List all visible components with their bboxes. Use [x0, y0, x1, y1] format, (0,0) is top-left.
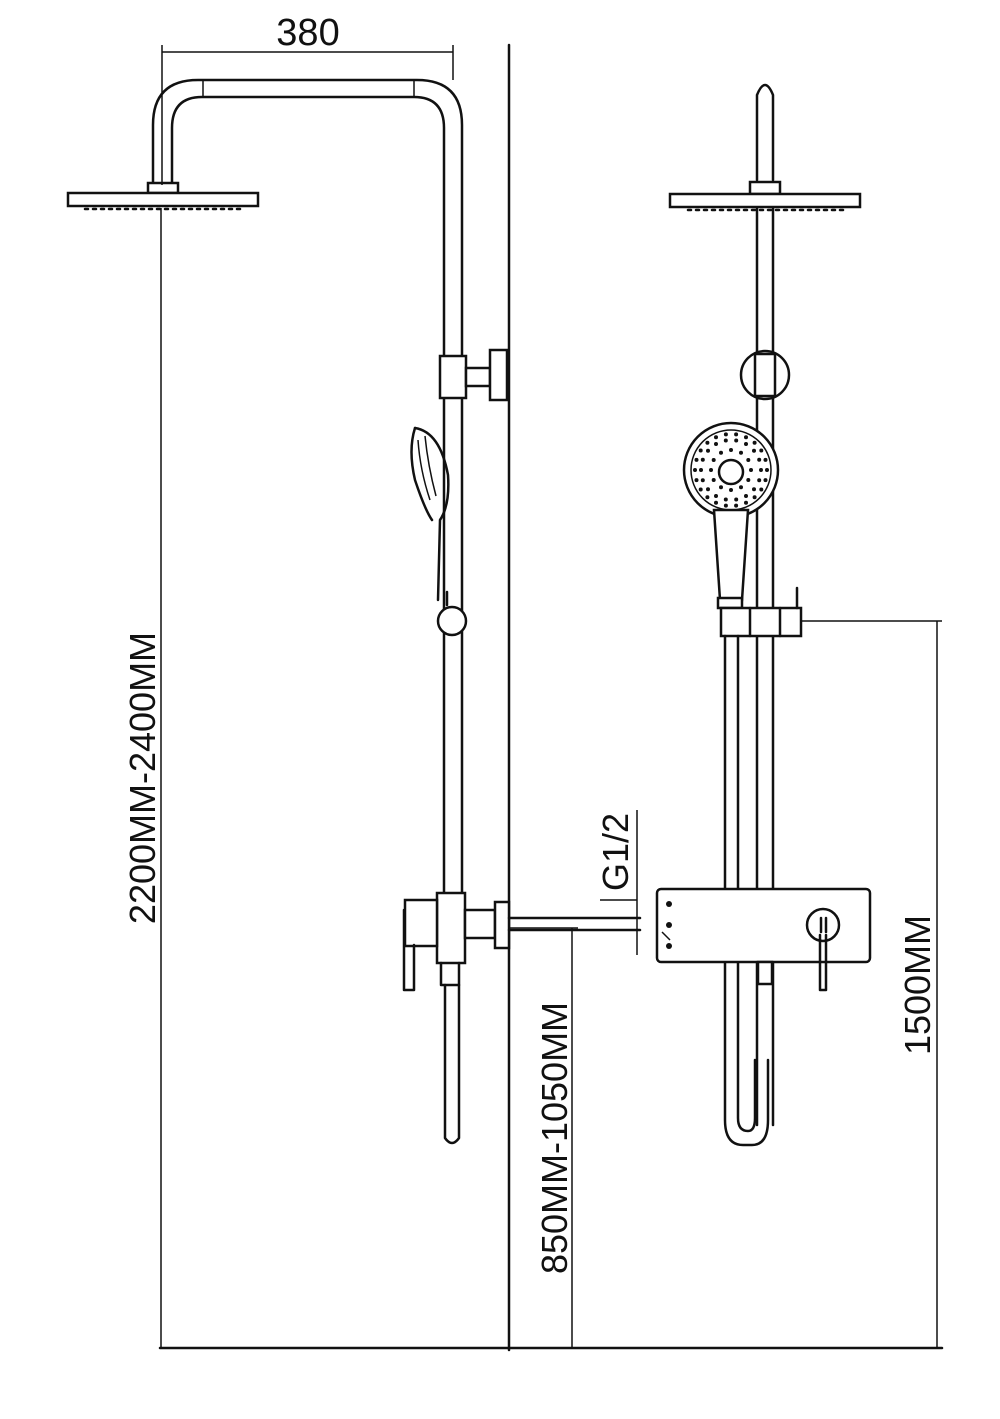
overhead-arm: [151, 78, 464, 902]
dimension-lines: [158, 45, 944, 1350]
nozzle-dot: [746, 458, 751, 462]
nozzle-dot: [705, 495, 710, 500]
nozzle-dot: [714, 435, 718, 440]
lower-pipe-side: [443, 983, 461, 1145]
hand-shower-front: [682, 421, 780, 610]
nozzle-pattern: [693, 432, 769, 508]
nozzle-dot: [719, 485, 723, 490]
nozzle-dot: [723, 438, 728, 443]
nozzle-dot: [752, 495, 757, 500]
nozzle-dot: [729, 488, 733, 492]
side-view: G1/2: [66, 43, 642, 1352]
nozzle-dot: [763, 457, 768, 462]
nozzle-dot: [734, 497, 739, 502]
nozzle-dot: [757, 478, 762, 483]
nozzle-dot: [734, 503, 739, 508]
nozzle-dot: [723, 503, 728, 508]
nozzle-dot: [757, 457, 762, 462]
nozzle-dot: [714, 500, 718, 505]
rain-head-side: [66, 181, 260, 211]
nozzle-dot: [714, 494, 718, 498]
inlet-height-label: 850MM-1050MM: [534, 1002, 575, 1274]
nozzle-dot: [752, 440, 757, 445]
front-view: [655, 83, 872, 1147]
nozzle-dot: [711, 458, 716, 462]
nozzle-dot: [694, 478, 699, 483]
nozzle-dot: [698, 448, 703, 453]
nozzle-dot: [719, 450, 723, 455]
wall-bracket-upper: [438, 348, 509, 402]
thread-label: G1/2: [595, 813, 636, 891]
nozzle-dot: [746, 478, 751, 482]
slider-height-label: 1500MM: [897, 915, 938, 1055]
nozzle-dot: [723, 432, 728, 437]
nozzle-dot: [744, 435, 748, 440]
mixer-panel-front: [655, 887, 872, 992]
nozzle-dot: [700, 457, 705, 462]
nozzle-dot: [752, 487, 756, 492]
riser-top-front: [755, 83, 775, 182]
slider-knob-side: [436, 605, 468, 637]
top-width-label: 380: [276, 12, 339, 54]
nozzle-dot: [759, 468, 763, 472]
nozzle-dot: [694, 457, 699, 462]
nozzle-dot: [699, 468, 703, 472]
mixer-knob-front: [805, 907, 841, 943]
nozzle-dot: [714, 442, 718, 446]
nozzle-dot: [723, 497, 728, 502]
nozzle-dot: [711, 478, 716, 482]
rain-head-front: [668, 180, 862, 212]
nozzle-dot: [739, 450, 743, 455]
nozzle-dot: [759, 448, 764, 453]
nozzle-dot: [734, 438, 739, 443]
nozzle-dot: [734, 432, 739, 437]
nozzle-dot: [706, 487, 710, 492]
thread-marker: [600, 810, 638, 955]
hand-shower-side: [410, 426, 468, 637]
nozzle-dot: [700, 478, 705, 483]
nozzle-dot: [705, 440, 710, 445]
nozzle-dot: [693, 468, 697, 472]
mixer-valve-side: [402, 891, 642, 992]
nozzle-dot: [759, 487, 764, 492]
nozzle-dot: [744, 494, 748, 498]
nozzle-dot: [744, 500, 748, 505]
nozzle-dot: [698, 487, 703, 492]
slider-front: [719, 586, 803, 638]
total-height-label: 2200MM-2400MM: [122, 632, 163, 924]
nozzle-dot: [706, 448, 710, 453]
nozzle-dot: [749, 468, 753, 472]
nozzle-dot: [765, 468, 769, 472]
nozzle-dot: [729, 448, 733, 452]
wall-bracket-front: [739, 349, 791, 401]
nozzle-dot: [744, 442, 748, 446]
hose-front: [723, 634, 770, 1147]
nozzle-dot: [763, 478, 768, 483]
nozzle-dot: [752, 448, 756, 453]
nozzle-dot: [739, 485, 743, 490]
nozzle-dot: [709, 468, 713, 472]
